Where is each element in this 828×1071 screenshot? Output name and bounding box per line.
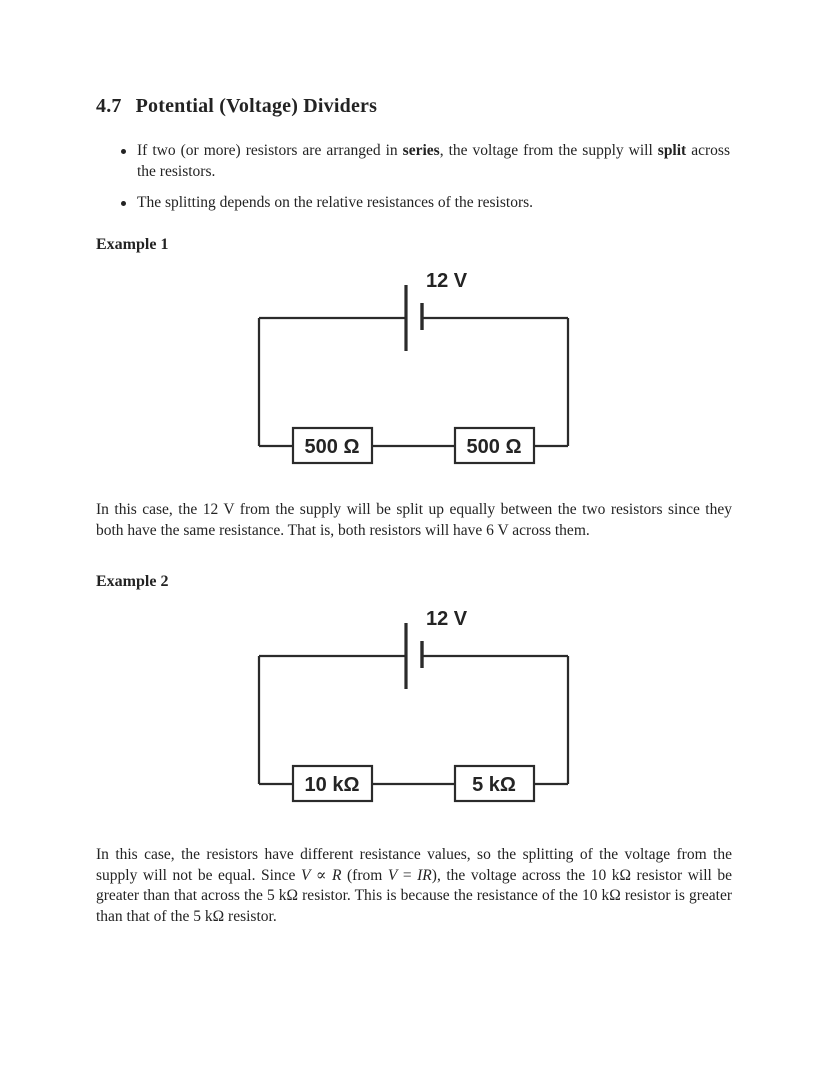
example-2-caption: In this case, the resistors have differe…	[96, 845, 732, 927]
resistor-value-label-left: 500 Ω	[305, 436, 360, 458]
circuit-diagram-example-1: 12 V 500 Ω 500 Ω	[257, 270, 570, 465]
battery-voltage-label: 12 V	[426, 270, 468, 292]
example-1-label: Example 1	[96, 236, 169, 253]
text-segment: , the voltage from the supply will	[439, 142, 658, 159]
bullet-item-series-split: If two (or more) resistors are arranged …	[121, 141, 730, 182]
text-segment: across the resistors.	[137, 142, 730, 180]
example-2-label: Example 2	[96, 573, 169, 590]
resistor-box-right	[453, 426, 536, 465]
resistor-value-label-right: 500 Ω	[467, 436, 522, 458]
section-number: 4.7	[96, 95, 122, 117]
text-segment: R	[332, 866, 342, 884]
text-segment: split	[657, 142, 687, 159]
resistor-box-left	[291, 764, 374, 803]
text-segment: (from	[341, 866, 388, 884]
section-heading: 4.7 Potential (Voltage) Dividers	[96, 95, 377, 118]
text-segment: ), the voltage across the 10 kΩ resistor…	[96, 866, 732, 925]
bullet-text: The splitting depends on the relative re…	[137, 193, 730, 214]
text-segment: V	[387, 866, 398, 884]
bullet-text: If two (or more) resistors are arranged …	[137, 141, 730, 182]
section-title: Potential (Voltage) Dividers	[135, 95, 378, 117]
circuit-diagram-example-2: 12 V 10 kΩ 5 kΩ	[257, 608, 570, 803]
resistor-box-left	[291, 426, 374, 465]
text-segment: ∝	[310, 866, 333, 884]
text-segment: If two (or more) resistors are arranged …	[137, 142, 403, 159]
battery-voltage-label: 12 V	[426, 608, 468, 630]
example-1-caption: In this case, the 12 V from the supply w…	[96, 501, 732, 539]
text-segment: =	[397, 866, 418, 884]
bullet-icon	[121, 149, 126, 154]
resistor-value-label-right: 5 kΩ	[472, 774, 516, 796]
text-segment: The splitting depends on the relative re…	[137, 194, 534, 211]
bullet-item-relative-resistances: The splitting depends on the relative re…	[121, 193, 730, 214]
resistor-box-right	[453, 764, 536, 803]
text-segment: In this case, the resistors have differe…	[96, 846, 732, 884]
text-segment: series	[402, 142, 440, 159]
bullet-icon	[121, 201, 126, 206]
resistor-value-label-left: 10 kΩ	[305, 774, 360, 796]
text-segment: V	[300, 866, 311, 884]
text-segment: IR	[417, 866, 432, 884]
